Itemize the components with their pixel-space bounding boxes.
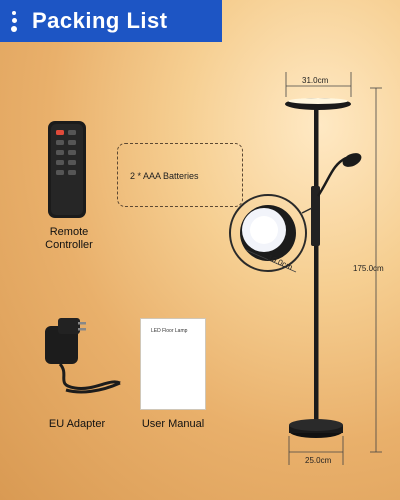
base-width-label: 25.0cm (305, 456, 332, 465)
remote-control-icon (48, 121, 86, 218)
reading-head-zoom-icon (229, 194, 313, 272)
remote-label: Remote Controller (45, 226, 93, 251)
eu-adapter-icon (45, 318, 121, 394)
batteries-callout (117, 143, 243, 207)
floor-lamp-icon (285, 98, 362, 438)
dots-icon (10, 11, 18, 35)
head-width-label: 31.0cm (302, 76, 329, 85)
dimension-lines (245, 72, 382, 465)
user-manual: LED Floor Lamp (140, 318, 206, 410)
height-label: 175.0cm (353, 264, 384, 273)
page-title: Packing List (32, 8, 168, 33)
batteries-label: 2 * AAA Batteries (130, 171, 199, 181)
title-banner: Packing List (0, 0, 222, 42)
manual-label: User Manual (141, 418, 205, 430)
adapter-label: EU Adapter (48, 418, 106, 430)
manual-cover-text: LED Floor Lamp (151, 328, 188, 334)
